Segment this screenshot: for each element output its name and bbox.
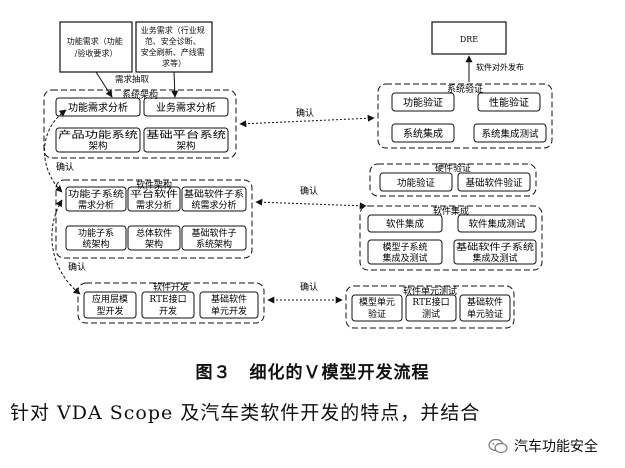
svg-text:硬件验证: 硬件验证: [435, 162, 471, 174]
confirm-label-left-1: 确认: [56, 161, 74, 173]
svg-text:单元验证: 单元验证: [467, 308, 503, 320]
svg-text:验证: 验证: [368, 308, 386, 320]
svg-text:总体软件: 总体软件: [136, 227, 172, 239]
svg-text:集成及测试: 集成及测试: [472, 252, 517, 264]
svg-text:系统集成测试: 系统集成测试: [481, 128, 539, 140]
svg-text:基础软件验证: 基础软件验证: [465, 177, 523, 189]
svg-text:系统架构: 系统架构: [196, 238, 232, 250]
svg-text:RTE接口: RTE接口: [149, 293, 186, 305]
svg-text:DRE: DRE: [460, 35, 478, 44]
svg-text:功能需求分析: 功能需求分析: [68, 101, 128, 114]
svg-text:基础软件: 基础软件: [211, 293, 247, 305]
software-unit-test-group: 软件单元测试 模型单元 验证 RTE接口 测试 基础软件 单元验证: [345, 285, 515, 329]
software-integration-group: 软件集成 软件集成 软件集成测试 模型子系统 集成及测试 基础软件子系统 集成及…: [359, 205, 543, 271]
svg-text:基础平台系统: 基础平台系统: [146, 129, 227, 141]
svg-text:单元开发: 单元开发: [211, 305, 247, 317]
software-development-group: 软件开发 应用层模 型开发 RTE接口 开发 基础软件 单元开发: [77, 281, 265, 324]
confirm-arrow-2: [255, 198, 367, 210]
wechat-icon: [488, 438, 508, 454]
requirement-extraction-label: 需求抽取: [115, 74, 150, 85]
svg-text:需求分析: 需求分析: [136, 199, 172, 211]
svg-text:统需求分析: 统需求分析: [191, 199, 236, 211]
svg-text:功能子系: 功能子系: [78, 227, 114, 239]
svg-text:基础软件子系统: 基础软件子系统: [456, 241, 534, 253]
svg-text:功能需求（功能 /验收要求）: 功能需求（功能 /验收要求）: [67, 36, 126, 58]
svg-text:软件集成: 软件集成: [386, 218, 425, 230]
svg-text:软件单元测试: 软件单元测试: [403, 285, 457, 297]
svg-text:基础软件子: 基础软件子: [191, 227, 236, 239]
svg-text:模型单元: 模型单元: [359, 296, 395, 308]
dre-box: DRE: [431, 21, 507, 55]
svg-text:功能验证: 功能验证: [403, 96, 443, 109]
svg-text:软件集成测试: 软件集成测试: [468, 218, 526, 230]
system-verification-group: 系统验证 功能验证 性能验证 系统集成 系统集成测试: [377, 83, 553, 149]
svg-text:架构: 架构: [145, 238, 163, 250]
release-label: 软件对外发布: [476, 62, 524, 72]
confirm-label-left-2: 确认: [68, 261, 86, 273]
svg-text:架构: 架构: [176, 140, 195, 152]
svg-text:RTE接口: RTE接口: [412, 296, 449, 308]
svg-text:功能子系统: 功能子系统: [68, 188, 124, 200]
svg-text:软件架构: 软件架构: [136, 179, 172, 191]
svg-text:架构: 架构: [88, 140, 107, 152]
svg-text:统架构: 统架构: [82, 238, 109, 250]
confirm-label-1: 确认: [296, 107, 314, 119]
confirm-arrow-left-1: [44, 109, 67, 193]
svg-text:模型子系统: 模型子系统: [382, 241, 427, 253]
svg-text:基础软件: 基础软件: [467, 296, 503, 308]
watermark: 汽车功能安全: [488, 436, 598, 456]
svg-text:型开发: 型开发: [96, 305, 123, 317]
business-requirements-box: 业务需求（行业规 范、安全诊断、 安全刷新、产线需 求等）: [135, 21, 213, 73]
svg-text:系统集成: 系统集成: [403, 127, 443, 140]
figure-caption: 图３ 细化的Ｖ模型开发流程: [195, 363, 430, 383]
functional-requirements-box: 功能需求（功能 /验收要求）: [59, 21, 133, 73]
svg-text:产品功能系统: 产品功能系统: [58, 129, 139, 141]
svg-text:平台软件: 平台软件: [130, 188, 178, 200]
svg-text:需求分析: 需求分析: [78, 199, 114, 211]
svg-text:软件开发: 软件开发: [153, 281, 189, 293]
hardware-verification-group: 硬件验证 功能验证 基础软件验证: [369, 162, 537, 197]
svg-text:软件集成: 软件集成: [433, 205, 469, 217]
svg-text:功能验证: 功能验证: [397, 177, 436, 189]
v-model-diagram: 功能需求（功能 /验收要求） 业务需求（行业规 范、安全诊断、 安全刷新、产线需…: [43, 21, 553, 329]
svg-text:性能验证: 性能验证: [489, 96, 529, 109]
svg-text:测试: 测试: [422, 308, 440, 320]
svg-text:应用层模: 应用层模: [92, 293, 128, 305]
svg-text:业务需求分析: 业务需求分析: [156, 101, 216, 114]
confirm-label-3: 确认: [300, 281, 318, 293]
system-architecture-group: 系统架构 功能需求分析 业务需求分析 产品功能系统 架构 基础平台系统 架构: [43, 89, 237, 159]
svg-text:系统验证: 系统验证: [447, 83, 483, 95]
svg-text:业务需求（行业规 范、安全诊断、 安: 业务需求（行业规 范、安全诊断、 安全刷新、产线需 求等）: [141, 25, 208, 68]
confirm-arrow-left-2: [51, 199, 81, 295]
svg-text:开发: 开发: [159, 305, 177, 317]
software-architecture-group: 软件架构 功能子系统 需求分析 平台软件 需求分析 基础软件子系 统需求分析 功…: [55, 179, 253, 259]
svg-text:集成及测试: 集成及测试: [382, 252, 427, 264]
svg-text:基础软件子系: 基础软件子系: [184, 188, 244, 200]
confirm-label-2: 确认: [300, 185, 318, 197]
watermark-text: 汽车功能安全: [514, 439, 598, 455]
body-text-line: 针对 VDA Scope 及汽车类软件开发的特点，并结合: [10, 402, 481, 424]
